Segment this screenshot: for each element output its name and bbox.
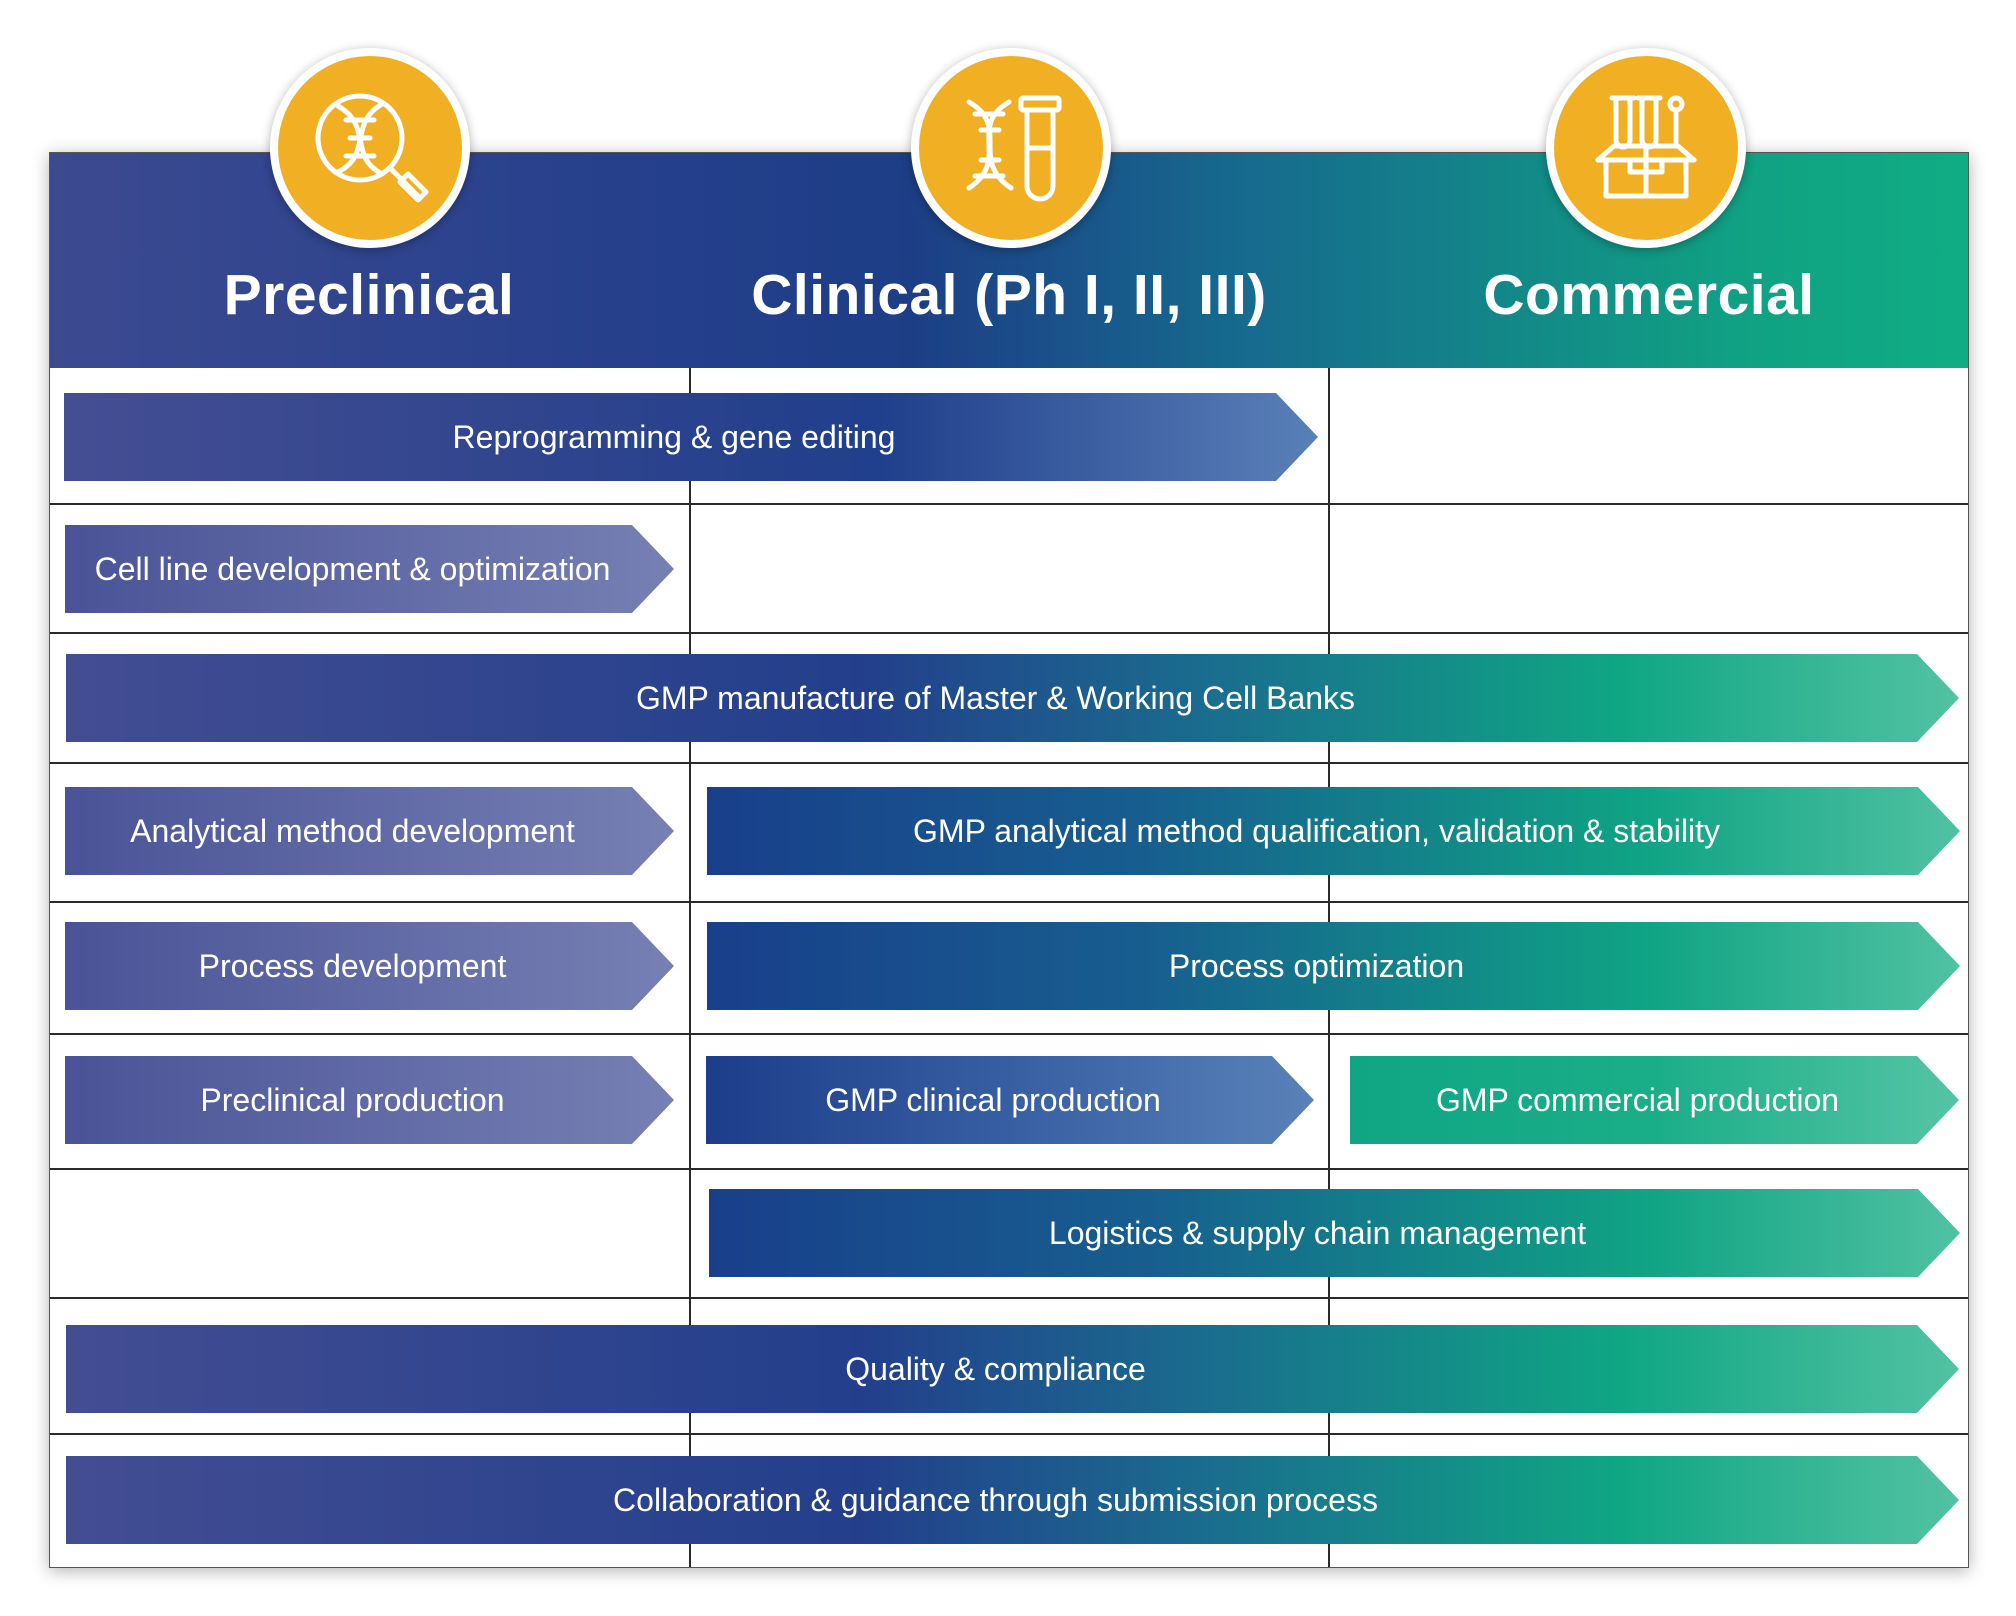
clinical-badge <box>911 48 1111 248</box>
preclinical-badge <box>270 48 470 248</box>
bar-gmp-clinical-production: GMP clinical production <box>706 1056 1314 1144</box>
row-divider <box>49 1433 1969 1435</box>
row-divider <box>49 1168 1969 1170</box>
dna-test-tube-icon <box>966 95 1062 202</box>
phase-title-commercial: Commercial <box>1483 263 1815 327</box>
bar-label: GMP analytical method qualification, val… <box>913 812 1720 849</box>
bar-label: Process optimization <box>1168 947 1465 984</box>
column-divider <box>689 368 691 1568</box>
row-divider <box>49 1033 1969 1035</box>
bar-process-development: Process development <box>65 922 674 1010</box>
bar-label: GMP clinical production <box>825 1081 1161 1118</box>
bar-label: GMP commercial production <box>1435 1081 1840 1118</box>
bar-logistics-supply-chain: Logistics & supply chain management <box>709 1189 1960 1277</box>
bar-label: Analytical method development <box>130 812 575 849</box>
row-divider <box>49 762 1969 764</box>
bar-cell-line-development: Cell line development & optimization <box>65 525 674 613</box>
bar-label: Cell line development & optimization <box>94 550 611 587</box>
row-divider <box>49 901 1969 903</box>
row-divider <box>49 503 1969 505</box>
phase-title-preclinical: Preclinical <box>223 263 515 327</box>
bar-label: Logistics & supply chain management <box>1048 1214 1587 1251</box>
bar-quality-compliance: Quality & compliance <box>66 1325 1959 1413</box>
bar-label: Collaboration & guidance through submiss… <box>613 1481 1378 1518</box>
bar-label: Process development <box>198 947 507 984</box>
commercial-badge <box>1546 48 1746 248</box>
bar-label: Preclinical production <box>200 1081 505 1118</box>
bar-preclinical-production: Preclinical production <box>65 1056 674 1144</box>
box-test-tubes-icon <box>1595 95 1697 199</box>
bar-process-optimization: Process optimization <box>707 922 1960 1010</box>
phase-title-clinical: Clinical (Ph I, II, III) <box>751 263 1267 327</box>
row-divider <box>49 632 1969 634</box>
bar-collaboration-guidance: Collaboration & guidance through submiss… <box>66 1456 1959 1544</box>
bar-label: Quality & compliance <box>845 1350 1146 1387</box>
bar-gmp-cell-banks: GMP manufacture of Master & Working Cell… <box>66 654 1959 742</box>
bar-gmp-commercial-production: GMP commercial production <box>1350 1056 1959 1144</box>
bar-analytical-method-development: Analytical method development <box>65 787 674 875</box>
bar-label: Reprogramming & gene editing <box>452 418 896 455</box>
bar-reprogramming-gene-editing: Reprogramming & gene editing <box>64 393 1318 481</box>
dna-magnifier-icon <box>315 93 429 203</box>
row-divider <box>49 1297 1969 1299</box>
bar-label: GMP manufacture of Master & Working Cell… <box>635 679 1356 716</box>
bar-gmp-analytical-method: GMP analytical method qualification, val… <box>707 787 1960 875</box>
